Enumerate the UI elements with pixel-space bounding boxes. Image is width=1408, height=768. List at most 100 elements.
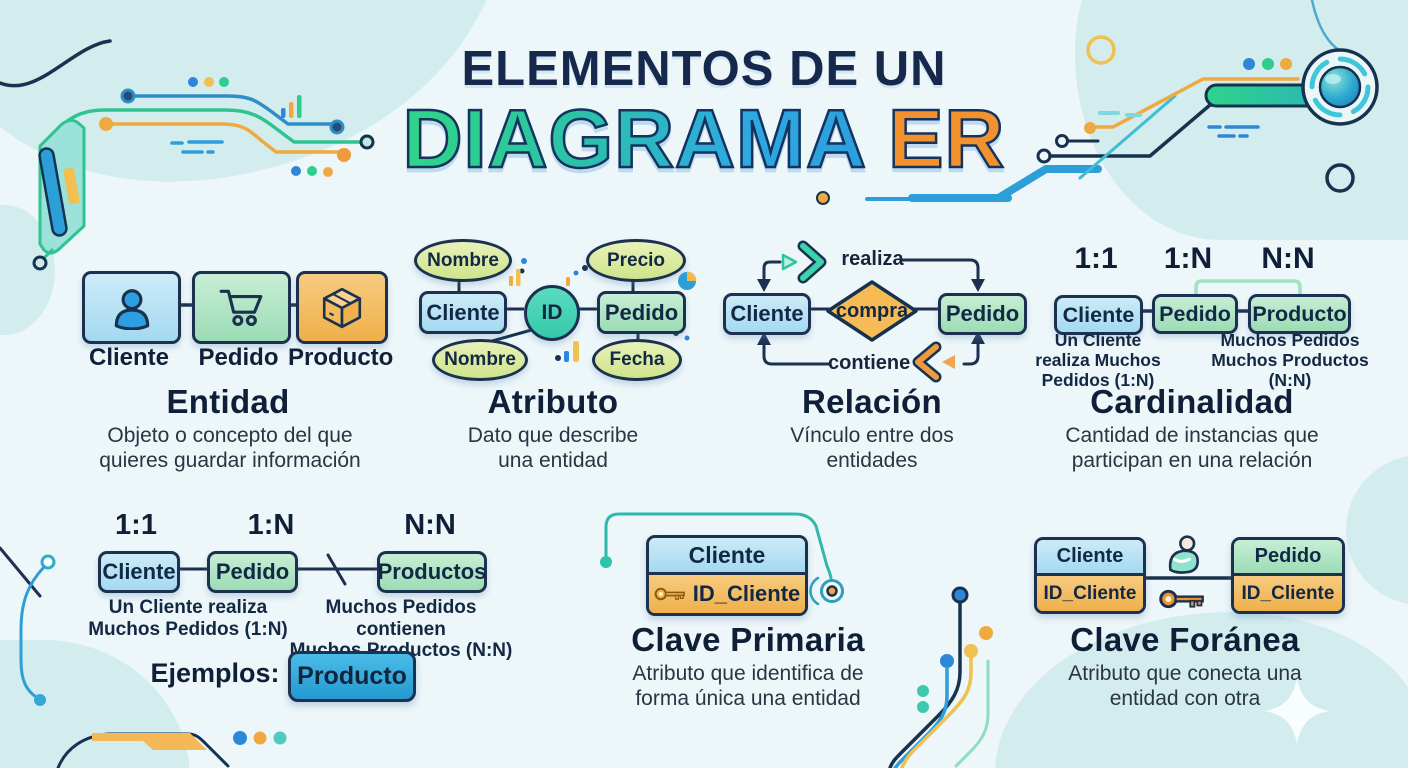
sparkle-icon [1264, 678, 1330, 744]
page-header: ELEMENTOS DE UN DIAGRAMA ER [0, 43, 1408, 182]
attribute-entity-pedido: Pedido [597, 291, 686, 334]
table-key-row: ID_Cliente [649, 572, 805, 613]
pie-chart-icon [678, 271, 697, 290]
dash-marks-icon [1207, 125, 1260, 138]
attribute-ellipse-precio: Precio [586, 239, 686, 282]
cardinality-caption-right: Muchos Pedidos Muchos Productos (N:N) [1211, 330, 1369, 390]
attribute-ellipse-fecha: Fecha [592, 339, 682, 381]
entity-label: Pedido [198, 344, 279, 371]
entidad-description: Objeto o concepto del que quieres guarda… [99, 424, 361, 472]
relacion-description: Vínculo entre dos entidades [790, 424, 954, 472]
clave-primaria-heading: Clave Primaria [631, 621, 865, 658]
dash-marks-icon [1098, 111, 1142, 117]
clave-foranea-heading: Clave Foránea [1070, 621, 1300, 658]
dots-trio-icon [188, 77, 229, 87]
relation-label-contiene: contiene [828, 352, 911, 374]
page-title-line2: DIAGRAMA ER [0, 96, 1408, 182]
atributo-description: Dato que describe una entidad [467, 424, 639, 472]
ratio-label-1-1: 1:1 [1074, 242, 1118, 275]
entity-box-pedido [192, 271, 291, 344]
cart-icon [219, 289, 262, 326]
table-header-label: Pedido [1254, 545, 1322, 567]
ejemplos-label: Ejemplos: [150, 658, 280, 688]
attribute-label: Precio [606, 249, 666, 271]
entity-label: Productos [377, 559, 487, 584]
circuit-group-bottom-left [0, 546, 287, 768]
clave-foranea-description: Atributo que conecta una entidad con otr… [1068, 662, 1302, 710]
atributo-heading: Atributo [487, 383, 619, 420]
cardinality-entity-cliente: Cliente [1054, 295, 1143, 335]
ratio-label-1-n: 1:N [1163, 242, 1213, 275]
attribute-id-circle: ID [524, 285, 580, 341]
relacion-line-art [757, 240, 985, 383]
banner-shape [92, 733, 207, 750]
entity-box-producto [296, 271, 388, 344]
attribute-label: Nombre [444, 349, 516, 370]
device-shape-icon [32, 118, 86, 271]
relation-diamond [826, 280, 918, 342]
example-entity-cliente: Cliente [98, 551, 180, 593]
relation-diamond-label: compra [829, 299, 915, 323]
key-icon [1158, 586, 1206, 617]
circuit-group-bottom-middle [888, 586, 993, 768]
relation-entity-cliente: Cliente [723, 293, 811, 335]
entity-label: Cliente [426, 299, 500, 325]
attribute-entity-cliente: Cliente [419, 291, 507, 334]
attribute-ellipse-nombre2: Nombre [432, 339, 528, 381]
relacion-heading: Relación [802, 383, 942, 420]
key-field-label: ID_Cliente [1241, 582, 1335, 604]
table-key-row: ID_Cliente [1037, 573, 1143, 611]
example-entity-productos: Productos [377, 551, 487, 593]
entity-label: Pedido [215, 559, 290, 584]
relation-verb-label: compra [835, 299, 909, 322]
relation-entity-pedido: Pedido [938, 293, 1027, 335]
attribute-label: Nombre [427, 249, 499, 271]
entity-label: Cliente [730, 301, 804, 326]
clave-primaria-description: Atributo que identifica de forma única u… [632, 662, 864, 710]
ratio-label-1-1: 1:1 [115, 509, 157, 541]
example-entity-pedido: Pedido [207, 551, 298, 593]
user-icon [114, 288, 149, 330]
entity-label: Pedido [945, 301, 1020, 326]
mini-bar-chart-icon [281, 95, 302, 118]
cardinalidad-description: Cantidad de instancias que participan en… [1065, 424, 1319, 472]
dots-trio-icon [1243, 58, 1292, 70]
box-icon [322, 287, 362, 328]
cardinalidad-heading: Cardinalidad [1090, 383, 1294, 420]
entity-label: Producto [288, 344, 394, 371]
title-word-er: ER [887, 92, 1006, 186]
entity-label: Cliente [102, 559, 176, 584]
ejemplos-chip-label: Producto [297, 662, 407, 690]
table-header-label: Cliente [1056, 545, 1124, 567]
table-header: Cliente [1037, 540, 1143, 573]
dash-marks-icon [170, 140, 224, 154]
entity-label: Producto [1252, 301, 1347, 326]
key-field-label: ID_Cliente [1043, 582, 1137, 604]
clave-primaria-table: Cliente ID_Cliente [646, 535, 808, 616]
key-field-label: ID_Cliente [692, 581, 801, 606]
clave-foranea-table-cliente: Cliente ID_Cliente [1034, 537, 1146, 614]
mini-bar-chart-icon [555, 341, 579, 362]
entidad-heading: Entidad [166, 383, 290, 420]
clave-primaria-wire [600, 512, 844, 606]
table-header: Pedido [1234, 540, 1342, 573]
circuit-group-top-left [0, 39, 375, 271]
chevron-left-icon [942, 355, 955, 369]
circuit-group-top-right [1084, 0, 1379, 193]
yellow-ring-icon [1086, 35, 1116, 65]
title-word-diagrama: DIAGRAMA [401, 92, 864, 186]
attribute-label: Fecha [609, 349, 665, 370]
relation-label-realiza: realiza [841, 248, 904, 270]
entity-label: Pedido [604, 299, 679, 325]
entity-label: Cliente [1062, 302, 1135, 327]
attribute-ellipse-nombre: Nombre [414, 239, 512, 282]
table-header: Cliente [649, 538, 805, 572]
person-icon [1162, 534, 1204, 579]
entity-label: Pedido [1159, 301, 1231, 326]
lens-icon [1301, 48, 1379, 126]
cardinality-caption-left: Un Cliente realiza Muchos Pedidos (1:N) [1035, 330, 1161, 390]
dots-trio-icon [233, 731, 287, 745]
ejemplos-producto-chip: Producto [288, 651, 416, 702]
